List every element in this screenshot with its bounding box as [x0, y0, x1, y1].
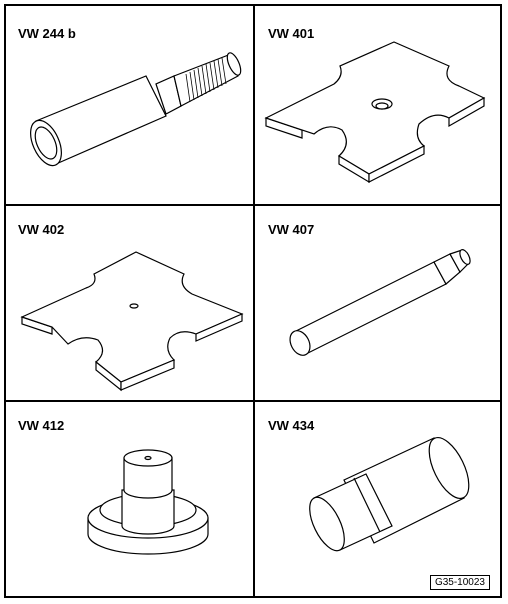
- tool-label-vw-407: VW 407: [268, 222, 315, 237]
- vw-244b-pin-drawing: [30, 52, 242, 167]
- tool-label-vw-434: VW 434: [268, 418, 315, 433]
- tool-label-vw-402: VW 402: [18, 222, 65, 237]
- vw-434-sleeve-drawing: [309, 437, 470, 552]
- vw-407-mandrel-drawing: [289, 249, 471, 356]
- tool-label-vw-412: VW 412: [18, 418, 65, 433]
- tool-label-vw-244b: VW 244 b: [18, 26, 76, 41]
- tool-label-vw-401: VW 401: [268, 26, 315, 41]
- vw-402-plate-drawing: [20, 251, 244, 392]
- vw-401-plate-drawing: [264, 41, 486, 184]
- vw-412-thrust-piece-drawing: [87, 449, 209, 555]
- figure-id: G35-10023: [429, 575, 490, 590]
- column-divider: [253, 6, 255, 596]
- tool-overview-sheet: VW 244 b VW 401 VW 4: [4, 4, 502, 598]
